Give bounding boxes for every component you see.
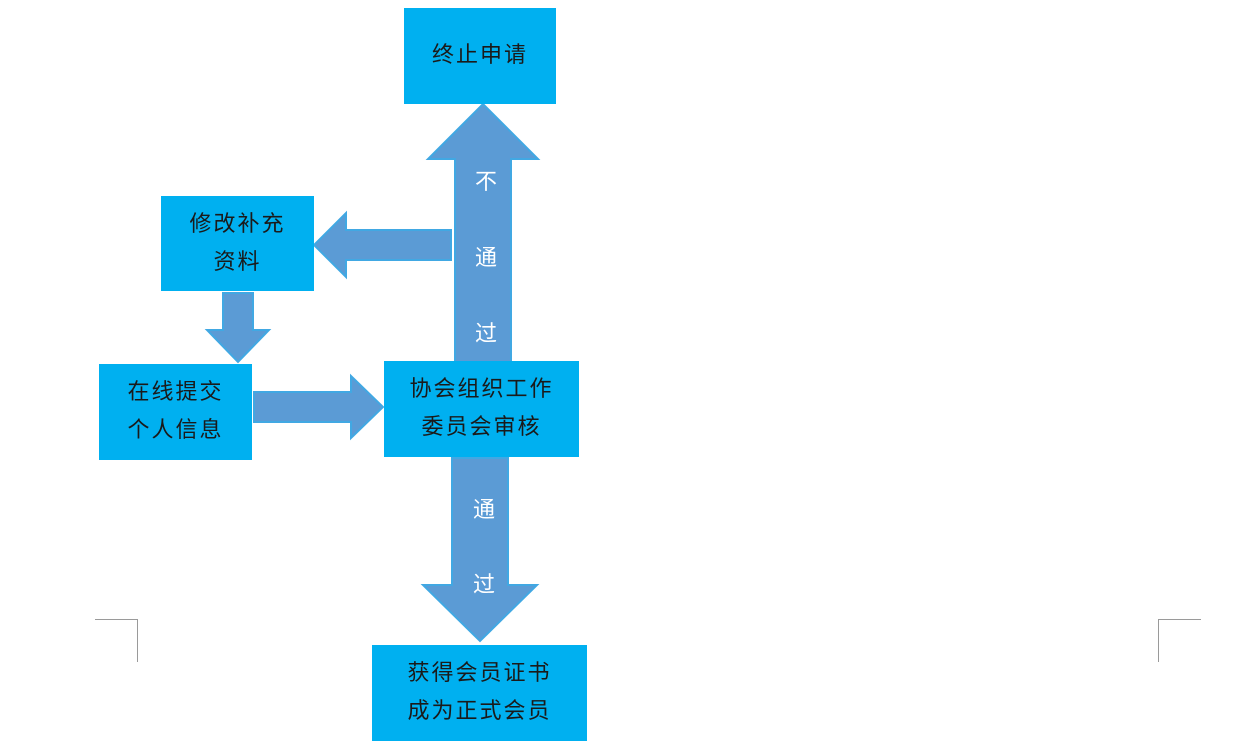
fail-label-char-1: 不	[474, 170, 497, 195]
submit-line1: 在线提交	[127, 380, 224, 405]
pass-down-arrow	[420, 457, 540, 643]
submit-line2: 个人信息	[127, 418, 224, 443]
page-corner-mark-right	[1158, 619, 1201, 662]
committee-review-box: 协会组织工作 委员会审核	[384, 361, 579, 457]
revise-line2: 资料	[213, 249, 262, 275]
fail-label-char-3: 过	[474, 322, 497, 347]
certificate-line2: 成为正式会员	[407, 699, 552, 724]
revise-line1: 修改补充	[189, 211, 286, 237]
revise-materials-box: 修改补充 资料	[161, 196, 314, 291]
review-line2: 委员会审核	[421, 415, 542, 440]
certificate-line1: 获得会员证书	[407, 661, 552, 686]
submit-info-box: 在线提交 个人信息	[99, 364, 252, 460]
pass-label-char-2: 过	[472, 573, 495, 598]
page-corner-mark-left	[95, 619, 138, 662]
pass-label-char-1: 通	[472, 498, 495, 523]
to-revise-arrow	[312, 210, 452, 280]
terminate-line1: 终止申请	[431, 43, 528, 68]
review-line1: 协会组织工作	[409, 377, 554, 402]
fail-label-char-2: 通	[474, 246, 497, 271]
submit-to-review-arrow	[253, 373, 385, 441]
terminate-application-box: 终止申请	[404, 8, 556, 104]
fail-up-arrow	[425, 102, 541, 363]
membership-certificate-box: 获得会员证书 成为正式会员	[372, 645, 587, 741]
revise-to-submit-arrow	[204, 292, 272, 364]
